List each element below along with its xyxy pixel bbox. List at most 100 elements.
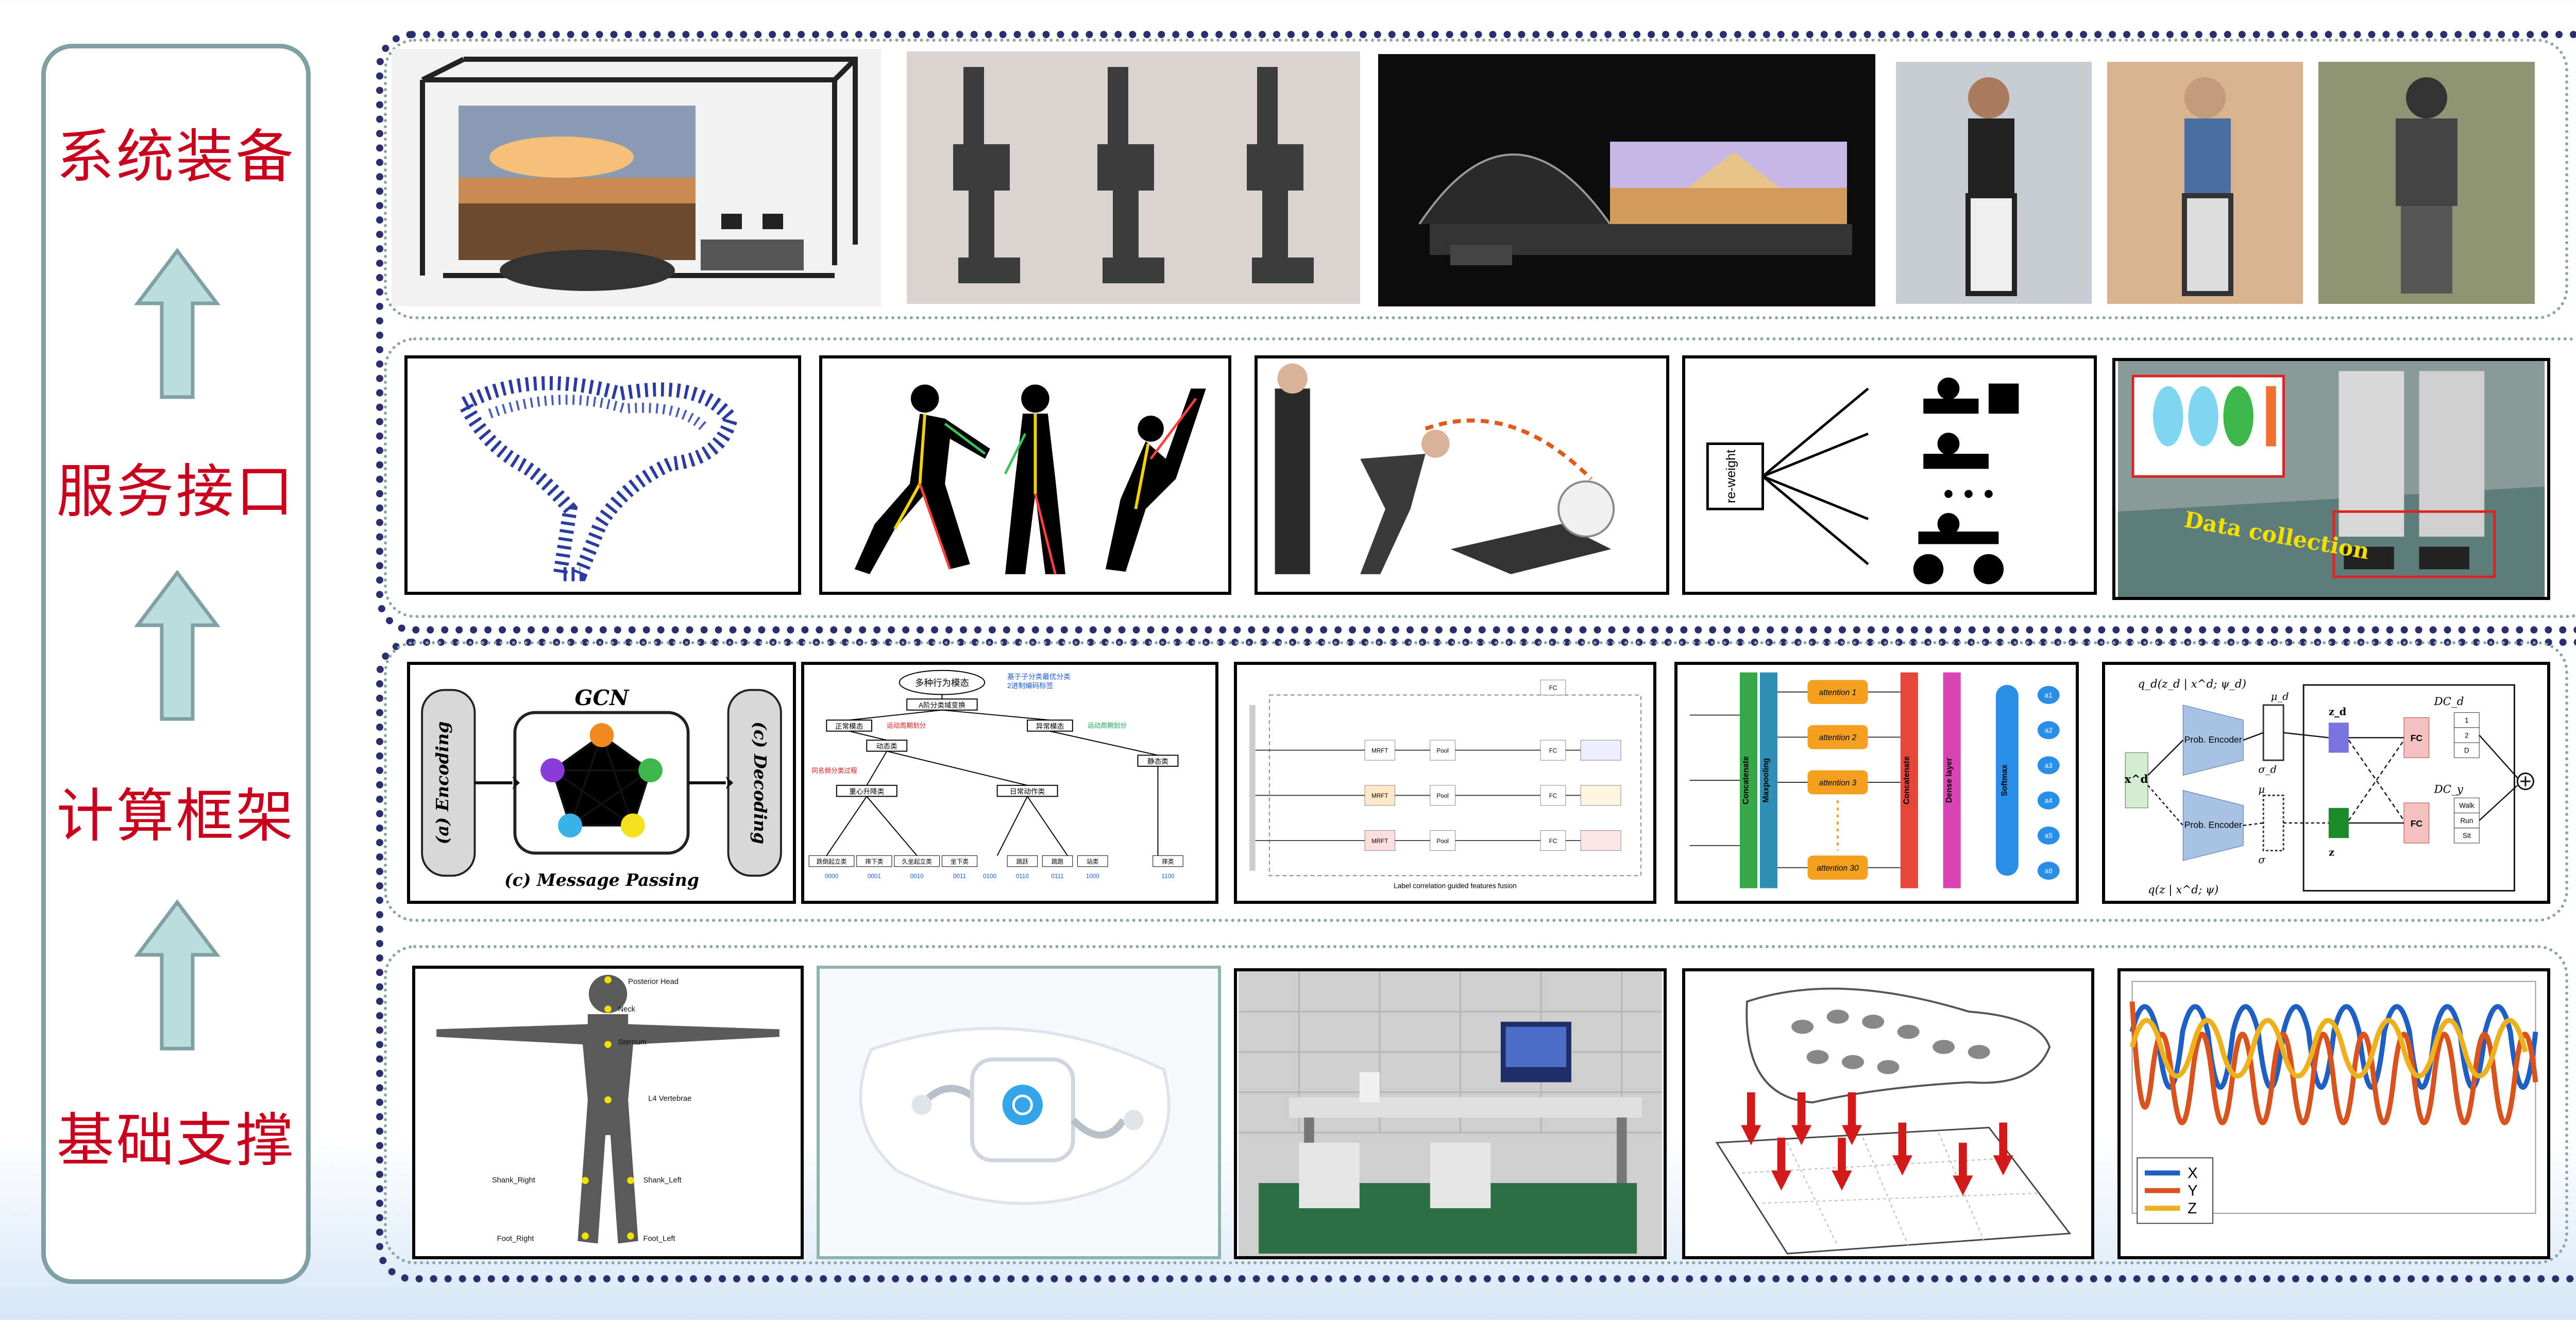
- attn-out-1: a1: [2045, 691, 2053, 699]
- tree-leaf-6: 跳跑: [1052, 858, 1064, 865]
- sensor-label-foot-left: Foot_Left: [643, 1235, 675, 1243]
- tree-code-7: 0111: [1051, 873, 1063, 880]
- vae-out-bottom-2: Run: [2460, 817, 2473, 825]
- tree-leaf-1: 跌倒起立类: [817, 858, 847, 865]
- layer-label-basic-support: 基础支撑: [56, 1107, 296, 1174]
- lcff-pool-3: Pool: [1436, 838, 1448, 845]
- vr-dome-lab-image: [1378, 54, 1875, 306]
- point-cloud-pose-image: [404, 355, 801, 595]
- lcff-mrft-3: MRFT: [1371, 838, 1388, 845]
- up-arrow-icon: [133, 899, 221, 1051]
- exoskeleton-legs-image: [907, 52, 1360, 304]
- layer-label-computing-framework: 计算框架: [56, 783, 296, 850]
- tree-leaf-4: 坐下类: [951, 858, 969, 865]
- lcff-fc-top: FC: [1549, 685, 1557, 692]
- wearable-exoskeleton-photos: [1896, 62, 2535, 304]
- attn-out-4: a4: [2045, 797, 2053, 804]
- sensor-label-neck: Neck: [618, 1005, 636, 1014]
- vae-x: x^d: [2125, 773, 2148, 786]
- vr-truss-treadmill-image: [392, 49, 881, 306]
- tree-hint-3: 同名频分类过程: [811, 767, 857, 775]
- attn-out-6: a6: [2045, 867, 2053, 875]
- tree-leaf-5: 跳跃: [1016, 858, 1029, 865]
- tree-code-6: 0110: [1016, 873, 1029, 880]
- attn-concatenate-right: Concatenate: [1902, 756, 1911, 804]
- fall-detection-airbag-image: [1255, 355, 1669, 595]
- tree-leaf-7: 站类: [1087, 858, 1099, 865]
- vae-out-bottom-3: Sit: [2463, 832, 2471, 839]
- attention-network-diagram: Concatenate Maxpooling attention 1 atten…: [1674, 662, 2079, 904]
- layer-label-system-equipment: 系统装备: [56, 124, 296, 191]
- tree-dynamic: 动态类: [876, 743, 897, 750]
- tree-gravity: 重心升降类: [849, 787, 884, 795]
- insole-pressure-sensor-diagram: [1682, 968, 2094, 1259]
- tree-code-2: 0001: [868, 873, 881, 880]
- tree-code-5: 0100: [983, 873, 997, 880]
- gait-data-collection-image: Data collection: [2112, 358, 2550, 600]
- attn-1: attention 1: [1819, 688, 1857, 697]
- attn-2: attention 2: [1819, 733, 1857, 742]
- lcff-mrft-2: MRFT: [1371, 793, 1388, 799]
- legend-x: X: [2188, 1164, 2198, 1181]
- gcn-title: GCN: [575, 685, 630, 710]
- sensor-label-shank-left: Shank_Left: [643, 1176, 682, 1185]
- up-arrow-icon: [133, 570, 221, 721]
- tree-root: 多种行为模态: [915, 678, 969, 688]
- vae-z: z: [2329, 846, 2334, 858]
- body-sensor-placement-image: Posterior Head Neck Sternum L4 Vertebrae…: [412, 966, 804, 1259]
- skeleton-keypoints-image: [819, 355, 1231, 595]
- reweight-activity-icons: re-weight: [1682, 355, 2097, 595]
- vae-encoder-bottom: Prob. Encoder: [2184, 820, 2242, 830]
- tree-daily: 日常动作类: [1010, 787, 1045, 795]
- vae-mu: μ: [2258, 783, 2265, 795]
- tree-abnormal: 异常模态: [1036, 723, 1064, 730]
- sensor-label-foot-right: Foot_Right: [497, 1235, 534, 1243]
- sensor-label-shank-right: Shank_Right: [492, 1176, 535, 1185]
- vae-dcy: DC_y: [2434, 783, 2464, 796]
- vae-sigma-d: σ_d: [2258, 764, 2277, 776]
- tree-leaf-8: 摔类: [1162, 858, 1174, 865]
- tree-code-1: 0000: [825, 873, 839, 880]
- attn-out-2: a2: [2045, 727, 2053, 734]
- attn-maxpooling: Maxpooling: [1762, 758, 1771, 803]
- reweight-box-label: re-weight: [1724, 450, 1738, 503]
- attn-concatenate-left: Concatenate: [1742, 756, 1751, 804]
- lcff-fc-2: FC: [1549, 793, 1557, 799]
- attn-30: attention 30: [1817, 864, 1859, 873]
- legend-z: Z: [2188, 1200, 2197, 1217]
- lcff-fc-1: FC: [1549, 748, 1557, 755]
- attn-out-3: a3: [2045, 762, 2053, 769]
- tree-code-9: 1100: [1161, 873, 1175, 880]
- row-frame-equipment: [384, 39, 2568, 319]
- vae-out-top-2: 2: [2465, 731, 2469, 739]
- layer-labels-panel: 系统装备 服务接口 计算框架 基础支撑: [41, 44, 311, 1284]
- vae-disentangle-diagram: q_d(z_d | x^d; ψ_d) q(z | x^d; ψ) x^d Pr…: [2102, 662, 2550, 904]
- behavior-tree-diagram: 多种行为模态 基于子分类最优分类 2进制编码标签 A阶分类域变换 正常模态 异常…: [801, 662, 1218, 904]
- tree-leaf-3: 久坐起立类: [902, 858, 932, 865]
- vae-encoder-top: Prob. Encoder: [2184, 734, 2242, 745]
- feature-fusion-network: MRFT MRFT MRFT Pool Pool Pool FC FC FC F…: [1234, 662, 1656, 904]
- lcff-fc-3: FC: [1549, 838, 1557, 845]
- outer-frame-top: [376, 31, 2576, 633]
- tree-static: 静态类: [1147, 758, 1168, 765]
- gcn-diagram: (a) Encoding (c) Decoding GCN (c) Messag…: [407, 662, 796, 904]
- vae-fc-bottom: FC: [2411, 818, 2423, 829]
- sensor-label-head: Posterior Head: [628, 978, 679, 986]
- vae-out-top-3: D: [2464, 747, 2469, 755]
- lcff-pool-2: Pool: [1436, 793, 1448, 799]
- gcn-decoding-label: (c) Decoding: [750, 722, 770, 844]
- vae-q-bottom: q(z | x^d; ψ): [2148, 883, 2218, 896]
- row-frame-service: [384, 337, 2576, 618]
- tree-code-8: 1000: [1086, 873, 1100, 880]
- layer-label-service-interface: 服务接口: [56, 458, 296, 525]
- vae-sigma: σ: [2258, 854, 2265, 866]
- gcn-encoding-label: (a) Encoding: [432, 722, 452, 845]
- tree-code-4: 0011: [953, 873, 966, 880]
- wearable-sensor-patch-image: [817, 966, 1221, 1259]
- vae-out-bottom-1: Walk: [2459, 802, 2475, 810]
- attn-3: attention 3: [1819, 779, 1857, 787]
- row-frame-framework: [384, 641, 2568, 922]
- vae-zd: z_d: [2329, 706, 2347, 717]
- lcff-caption: Label correlation guided features fusion: [1394, 882, 1517, 890]
- attn-softmax: Softmax: [2000, 764, 2009, 796]
